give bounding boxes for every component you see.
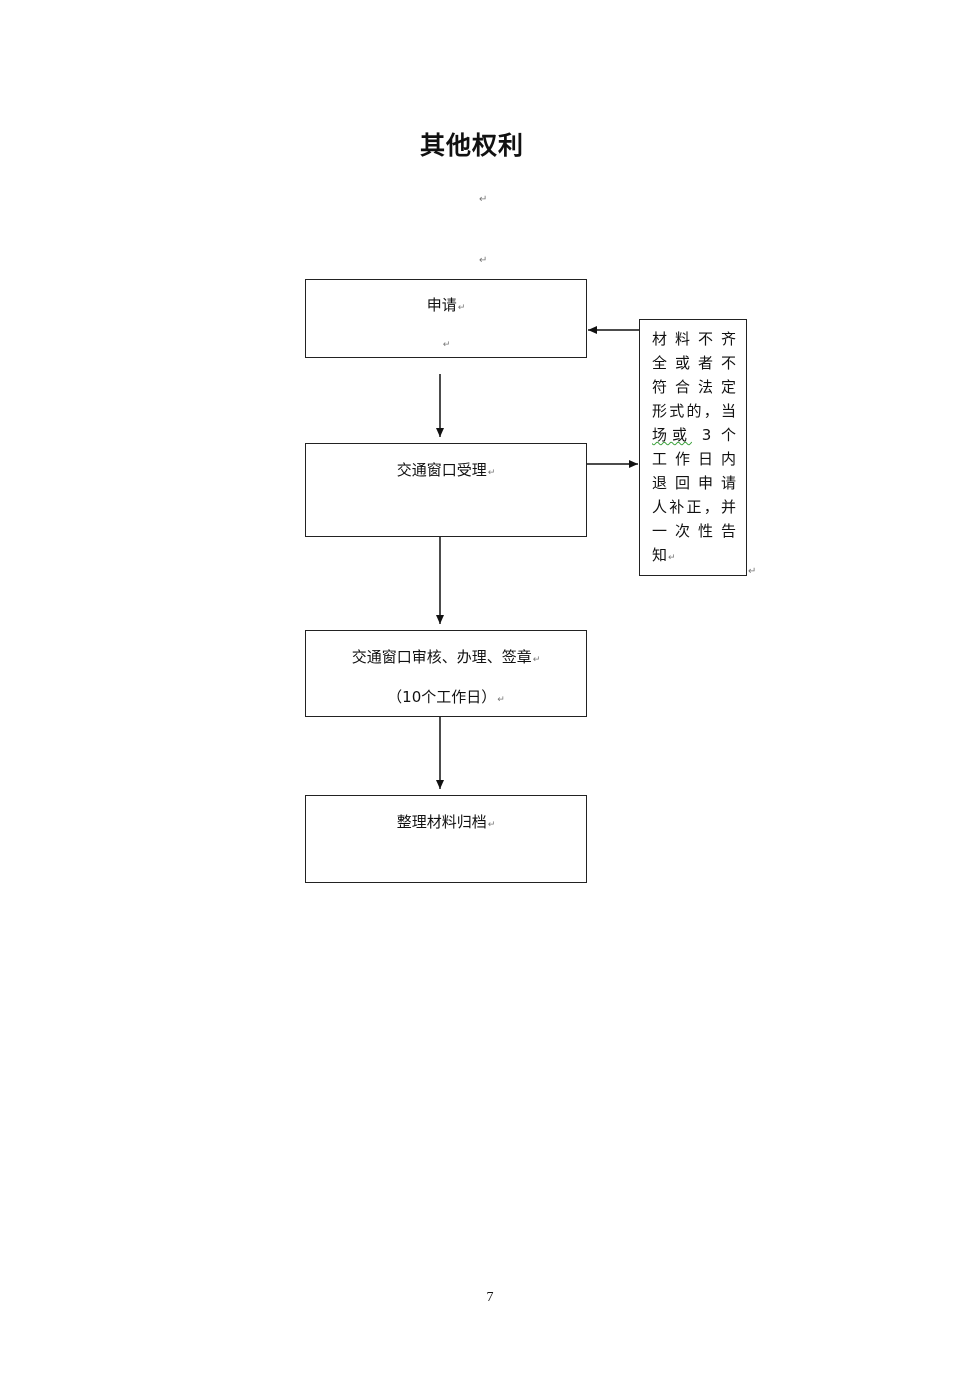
side-note-line: 材料不齐 xyxy=(652,330,736,348)
flow-step-accept: 交通窗口受理↵ xyxy=(305,443,587,537)
side-note-line: 符合法定 xyxy=(652,378,736,396)
side-note-line: 形式的，当 xyxy=(652,402,736,420)
page-number: 7 xyxy=(486,1290,494,1305)
side-note-line-last: 知↵ xyxy=(652,548,736,563)
flow-step-archive: 整理材料归档↵ xyxy=(305,795,587,883)
step-sublabel: （10个工作日） xyxy=(387,688,497,706)
paragraph-mark: ↵ xyxy=(487,820,496,830)
paragraph-mark: ↵ xyxy=(479,194,488,205)
flow-step-apply: 申请↵ ↵ xyxy=(305,279,587,358)
step-label: 交通窗口受理 xyxy=(396,461,487,479)
side-note-line: 一次性告 xyxy=(652,522,736,540)
paragraph-mark: ↵ xyxy=(497,695,505,705)
side-note-text: 知 xyxy=(652,546,668,564)
paragraph-mark: ↵ xyxy=(487,468,496,478)
paragraph-mark: ↵ xyxy=(479,255,488,266)
paragraph-mark: ↵ xyxy=(532,655,541,665)
page-title: 其他权利 xyxy=(419,131,524,160)
side-note-line: 场或 3 个 xyxy=(652,426,736,444)
paragraph-mark: ↵ xyxy=(442,340,451,350)
step-label: 申请 xyxy=(426,296,457,314)
side-note-box: 材料不齐 全或者不 符合法定 形式的，当 场或 3 个 工作日内 退回申请 人补… xyxy=(639,319,747,576)
paragraph-mark: ↵ xyxy=(748,566,757,577)
step-label: 交通窗口审核、办理、签章 xyxy=(351,648,532,666)
paragraph-mark: ↵ xyxy=(668,553,676,563)
flow-step-review: 交通窗口审核、办理、签章↵ （10个工作日）↵ xyxy=(305,630,587,717)
side-note-line: 退回申请 xyxy=(652,474,736,492)
side-note-line: 人补正，并 xyxy=(652,498,736,516)
paragraph-mark: ↵ xyxy=(457,303,466,313)
side-note-line: 工作日内 xyxy=(652,450,736,468)
step-label: 整理材料归档 xyxy=(396,813,487,831)
side-note-line: 全或者不 xyxy=(652,354,736,372)
